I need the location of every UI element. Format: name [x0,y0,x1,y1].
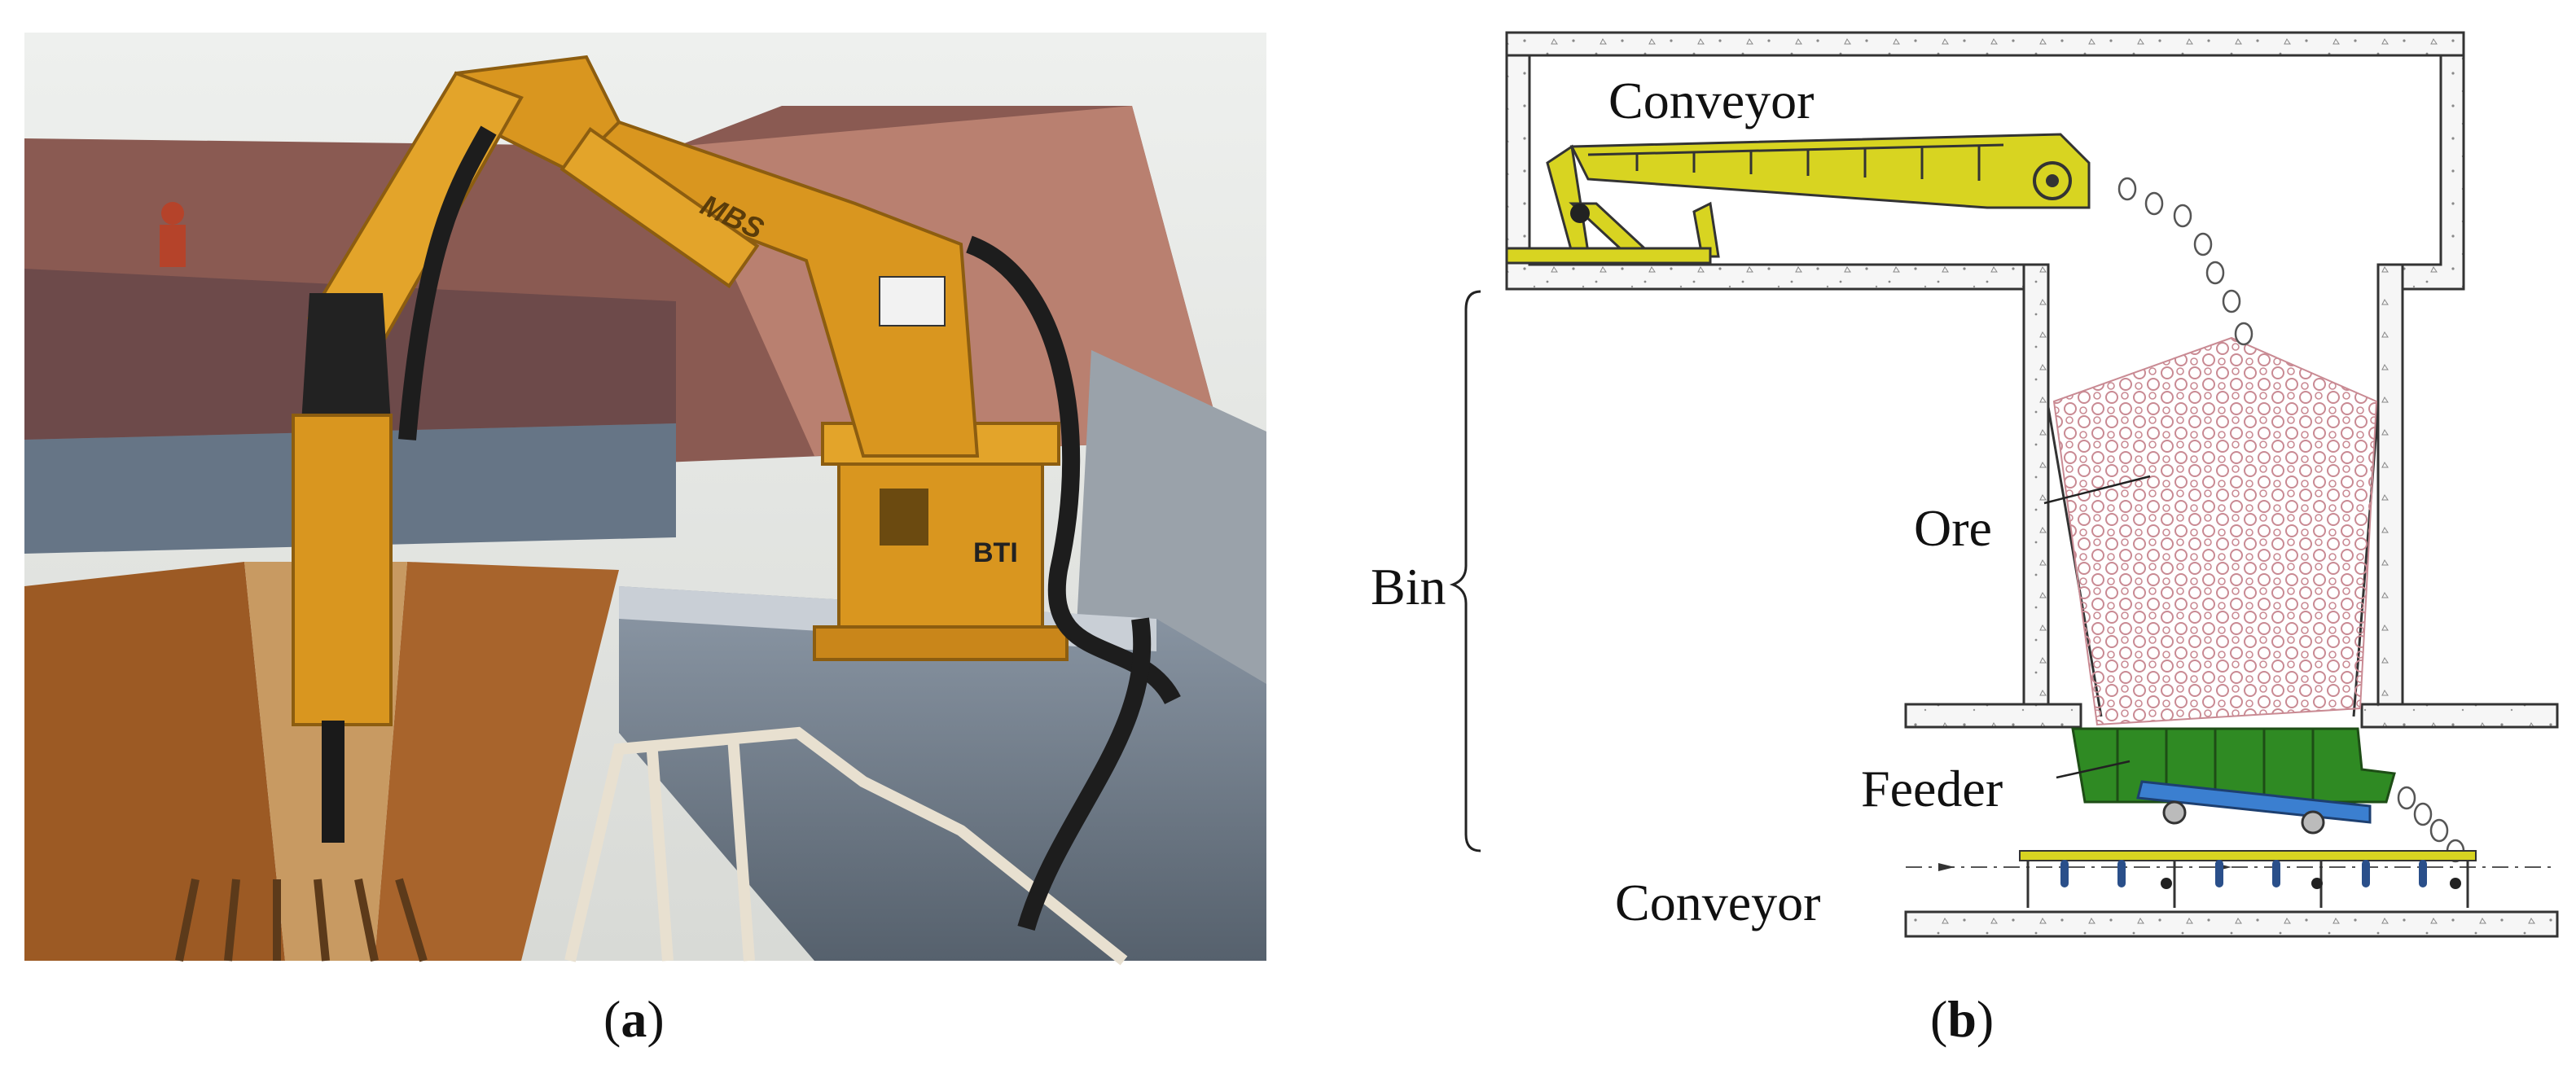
rock-breaker-photo: BTI MBS [24,33,1266,966]
falling-ore-top [2117,177,2253,346]
bin-bracket [1449,290,1481,852]
steel-platform [619,586,1266,961]
label-top-conveyor: Conveyor [1608,72,1814,129]
label-feeder: Feeder [1861,760,2003,817]
bin-right-wall [2376,263,2404,710]
roof-slab [1505,31,2465,57]
ore-pointer [2043,475,2151,505]
ore-bin-schematic: Conveyor Ore Bin Feeder Conveyor [1371,31,2559,938]
feeder-pointer [2056,760,2131,779]
breaker-boom: MBS [307,55,980,458]
hydraulic-hoses [398,125,1181,931]
concrete-structure [1505,31,2559,938]
upper-right-slab [2401,54,2465,291]
breaker-pedestal: BTI [813,422,1069,661]
bottom-conveyor [1906,850,2557,908]
hydraulic-hammer [292,293,393,843]
railing [564,726,1128,966]
bin-left-wall [2022,263,2050,710]
label-ore: Ore [1914,499,1992,557]
bti-logo: BTI [973,537,1018,568]
top-conveyor [1505,133,2091,265]
worker-figure [160,202,186,267]
caption-b: (b) [1930,990,1995,1048]
hopper-left-wall [24,562,285,961]
grizzly-bars [175,878,428,962]
ore-pile [2052,336,2378,726]
feeder [2071,727,2396,835]
feeder-slab-right [2360,703,2559,729]
caption-a: (a) [603,990,665,1048]
ground-slab [1904,910,2559,938]
feeder-slab-left [1904,703,2082,729]
hopper-right-wall [375,562,619,961]
label-bottom-conveyor: Conveyor [1615,874,1820,931]
label-bin: Bin [1371,558,1446,616]
